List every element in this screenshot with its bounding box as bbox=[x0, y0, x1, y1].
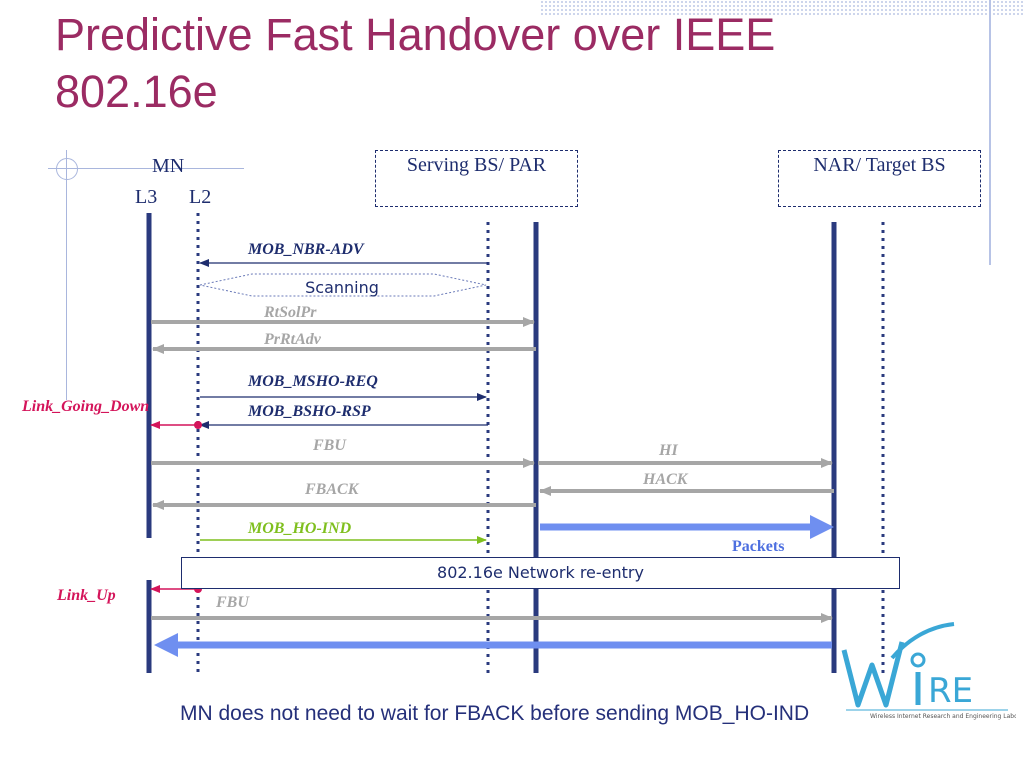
title-line-2: 802.16e bbox=[55, 66, 218, 117]
label-mob-ho-ind: MOB_HO-IND bbox=[247, 520, 352, 537]
network-reentry-label: 802.16e Network re-entry bbox=[437, 563, 644, 582]
label-link-going-down: Link_Going_Down bbox=[21, 398, 149, 415]
label-rtsolpr: RtSolPr bbox=[263, 304, 317, 321]
decorative-rule-vertical bbox=[66, 150, 67, 400]
nar-target-bs-box: NAR/ Target BS bbox=[778, 150, 981, 207]
label-mob-msho-req: MOB_MSHO-REQ bbox=[247, 373, 378, 390]
network-reentry-box: 802.16e Network re-entry bbox=[181, 557, 900, 589]
label-hack: HACK bbox=[642, 471, 689, 488]
decorative-rule-circle bbox=[56, 158, 78, 180]
arrow-packets-forward-head bbox=[810, 515, 834, 539]
label-fback: FBACK bbox=[304, 481, 360, 498]
label-link-up: Link_Up bbox=[56, 587, 116, 604]
nar-target-bs-label: NAR/ Target BS bbox=[813, 154, 946, 176]
serving-bs-par-label: Serving BS/ PAR bbox=[406, 154, 547, 176]
arrow-packets-backward-head bbox=[154, 633, 178, 657]
wire-logo-tagline: Wireless Internet Research and Engineeri… bbox=[870, 713, 1016, 720]
svg-text:RE: RE bbox=[928, 671, 973, 711]
label-packets: Packets bbox=[732, 538, 784, 555]
l3-label: L3 bbox=[135, 186, 158, 208]
link-going-down-dot bbox=[194, 421, 202, 429]
wire-logo-graphic: RE Wireless Internet Research and Engine… bbox=[841, 622, 1016, 720]
wire-logo: RE Wireless Internet Research and Engine… bbox=[836, 620, 1016, 725]
decorative-top-band bbox=[540, 0, 1024, 16]
mn-label: MN bbox=[152, 155, 185, 177]
page-title: Predictive Fast Handover over IEEE 802.1… bbox=[55, 6, 955, 120]
decorative-rule-right bbox=[989, 0, 991, 265]
label-scanning: Scanning bbox=[305, 278, 379, 297]
scanning-shape bbox=[199, 273, 487, 297]
serving-bs-par-box: Serving BS/ PAR bbox=[375, 150, 578, 207]
label-hi: HI bbox=[658, 442, 678, 459]
title-line-1: Predictive Fast Handover over IEEE bbox=[55, 9, 776, 60]
caption-text: MN does not need to wait for FBACK befor… bbox=[180, 702, 810, 725]
label-mob-nbr-adv: MOB_NBR-ADV bbox=[247, 241, 365, 258]
l2-label: L2 bbox=[189, 186, 212, 208]
label-mob-bsho-rsp: MOB_BSHO-RSP bbox=[247, 403, 371, 420]
label-fbu-1: FBU bbox=[312, 437, 347, 454]
label-prrtadv: PrRtAdv bbox=[263, 331, 322, 348]
decorative-rule-horizontal bbox=[48, 168, 244, 169]
label-fbu-2: FBU bbox=[215, 594, 250, 611]
